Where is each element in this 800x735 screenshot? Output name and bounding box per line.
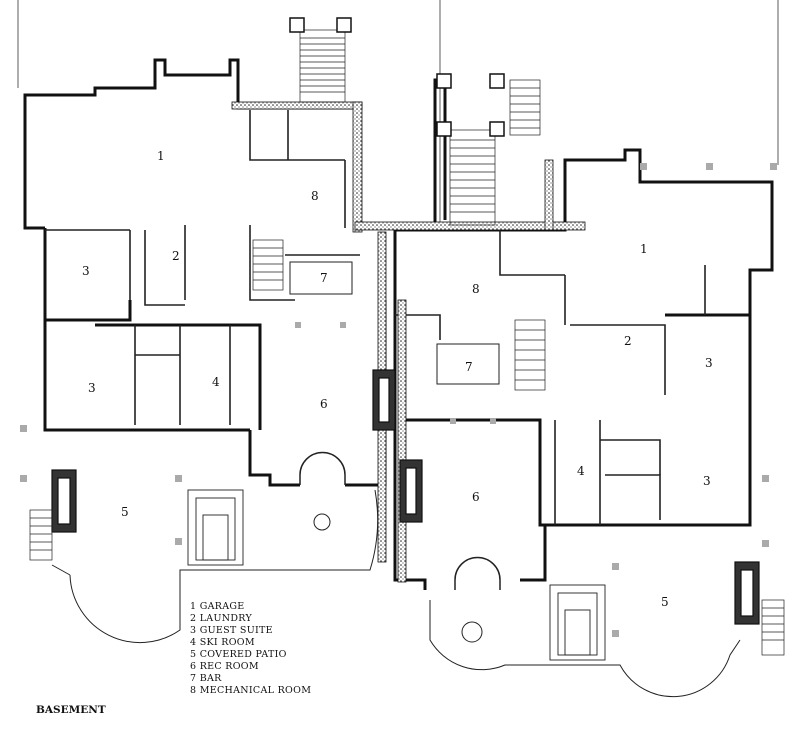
legend-item: 1 GARAGE — [190, 601, 311, 613]
plan-title: BASEMENT — [36, 704, 106, 716]
legend-name: COVERED PATIO — [199, 649, 287, 660]
legend-name: BAR — [199, 673, 222, 684]
legend-number: 1 — [190, 601, 197, 612]
fireplaces — [51, 369, 760, 625]
patio-outlines — [51, 489, 741, 698]
label-right-bar: 7 — [465, 360, 473, 374]
label-right-rec: 6 — [472, 490, 480, 504]
legend-number: 2 — [190, 613, 197, 624]
bay-windows — [299, 451, 501, 590]
legend-number: 5 — [190, 649, 197, 660]
label-left-guest-lower: 3 — [88, 381, 96, 395]
legend-number: 3 — [190, 625, 197, 636]
grand-steps — [187, 489, 606, 661]
right-unit-walls — [393, 78, 774, 590]
legend-item: 8 MECHANICAL ROOM — [190, 685, 311, 697]
label-right-laundry: 2 — [624, 334, 632, 348]
legend-number: 6 — [190, 661, 197, 672]
legend-item: 5 COVERED PATIO — [190, 649, 311, 661]
legend-item: 4 SKI ROOM — [190, 637, 311, 649]
label-right-ski: 4 — [577, 464, 585, 478]
legend-name: SKI ROOM — [199, 637, 255, 648]
right-interior-walls — [395, 230, 706, 525]
left-unit-walls — [23, 58, 387, 487]
label-right-garage: 1 — [640, 242, 648, 256]
room-labels: 1 2 3 3 4 5 6 7 8 1 2 3 3 4 5 6 7 8 — [82, 149, 713, 609]
stairs — [29, 29, 785, 656]
legend-name: REC ROOM — [199, 661, 259, 672]
label-right-guest-lower: 3 — [703, 474, 711, 488]
label-left-bar: 7 — [320, 271, 328, 285]
legend-name: LAUNDRY — [199, 613, 253, 624]
legend-item: 6 REC ROOM — [190, 661, 311, 673]
legend-number: 8 — [190, 685, 197, 696]
legend-number: 4 — [190, 637, 197, 648]
bar-counters — [289, 261, 500, 385]
legend-item: 2 LAUNDRY — [190, 613, 311, 625]
legend-number: 7 — [190, 673, 197, 684]
label-left-guest-upper: 3 — [82, 264, 90, 278]
label-right-patio: 5 — [661, 595, 669, 609]
legend-name: GARAGE — [199, 601, 245, 612]
label-right-mech: 8 — [472, 282, 480, 296]
label-left-rec: 6 — [320, 397, 328, 411]
legend-name: MECHANICAL ROOM — [199, 685, 312, 696]
label-left-patio: 5 — [121, 505, 129, 519]
label-left-mech: 8 — [311, 189, 319, 203]
legend-name: GUEST SUITE — [199, 625, 273, 636]
columns — [289, 17, 505, 137]
legend-item: 3 GUEST SUITE — [190, 625, 311, 637]
property-lines — [17, 0, 779, 230]
label-right-guest-upper: 3 — [705, 356, 713, 370]
left-interior-walls — [45, 110, 360, 425]
label-left-laundry: 2 — [172, 249, 180, 263]
label-left-garage: 1 — [157, 149, 165, 163]
label-left-ski: 4 — [212, 375, 220, 389]
legend-item: 7 BAR — [190, 673, 311, 685]
site-markers — [20, 163, 777, 637]
